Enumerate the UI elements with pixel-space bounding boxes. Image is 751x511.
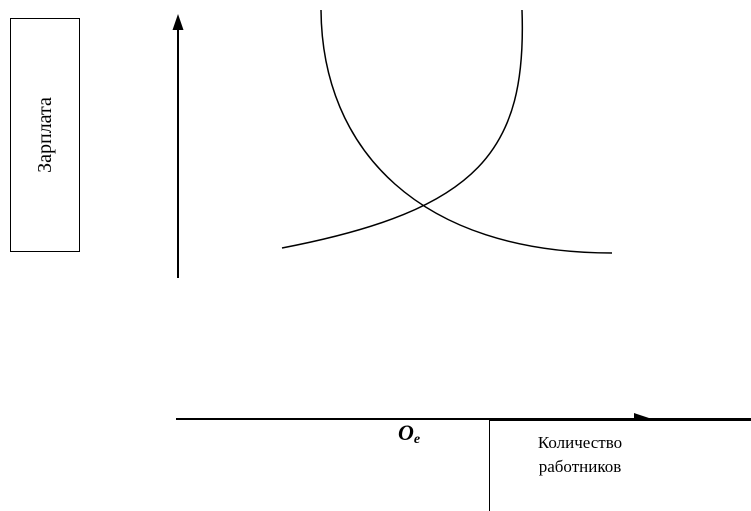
x-axis-arrowhead — [634, 413, 652, 419]
x-axis-label-line1: Количество — [537, 433, 623, 452]
equilibrium-label: Oe — [398, 422, 420, 447]
x-axis-label: Количество работников — [490, 431, 670, 479]
y-axis-label: Зарплата — [34, 97, 56, 173]
equilibrium-label-main: O — [398, 420, 414, 445]
curve-descending — [320, 9, 613, 254]
x-axis-label-box: Количество работников — [489, 420, 751, 511]
x-axis-label-line2: работников — [538, 457, 622, 476]
y-axis-arrowhead — [172, 14, 184, 30]
equilibrium-label-sub: e — [413, 432, 421, 447]
y-axis-label-box: Зарплата — [10, 18, 80, 252]
curve-ascending — [281, 9, 524, 249]
